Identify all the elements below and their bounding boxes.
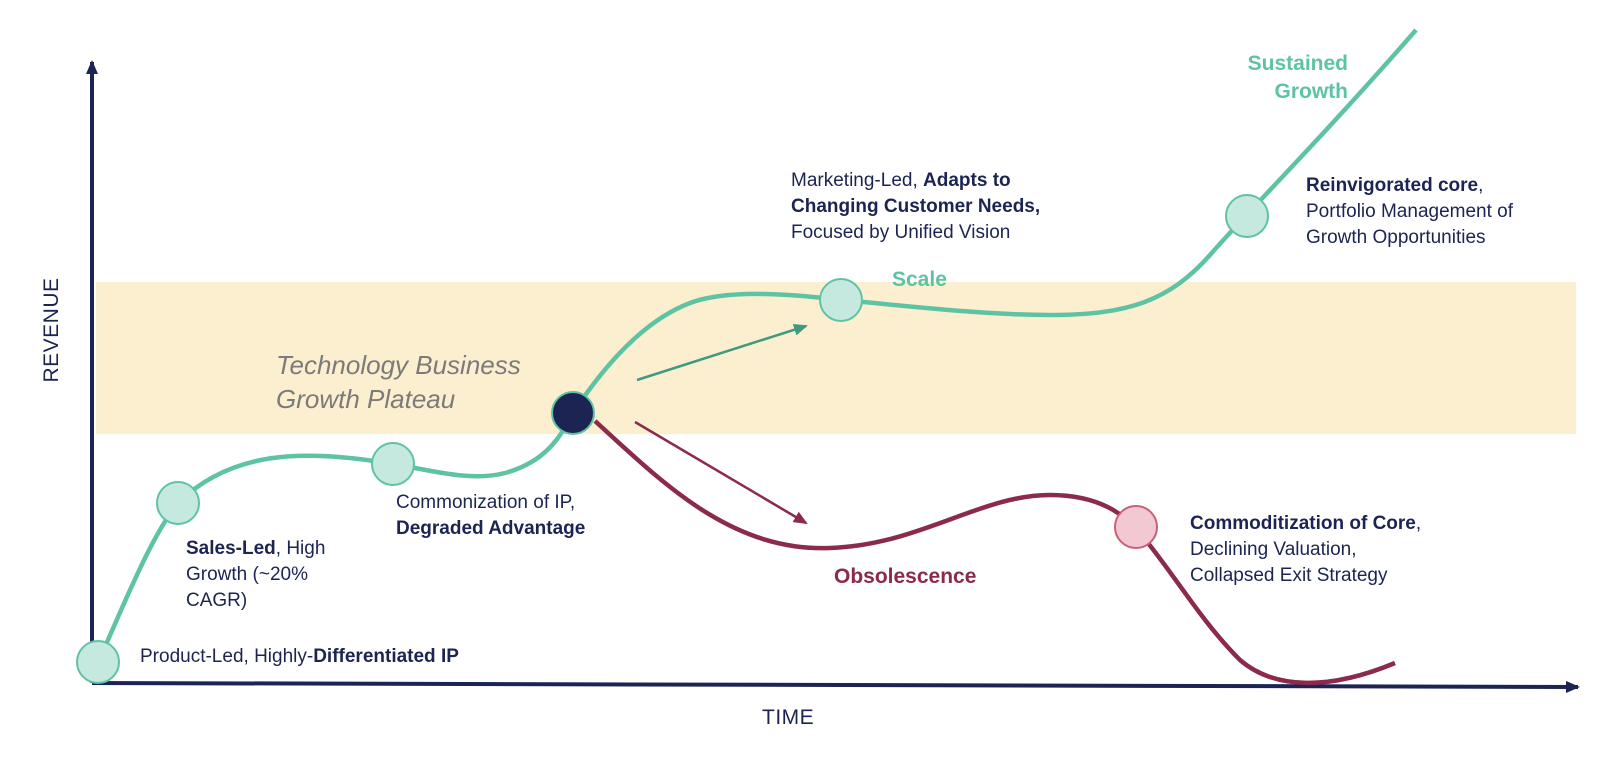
reinvigorated-label: Reinvigorated core, Portfolio Management… [1306,173,1513,251]
y-axis-label: REVENUE [40,277,63,383]
scale-label: Scale [892,268,947,291]
scale-arrow [636,323,808,382]
commonization-line1: Commonization of IP, [396,492,576,513]
obsolescence-arrow [634,420,808,525]
sustained-line2: Growth [1274,80,1349,103]
plateau-label: Technology Business Growth Plateau [276,348,521,416]
sales-led-line3: CAGR) [186,590,248,611]
x-axis-label: TIME [762,706,815,729]
commoditization-label: Commoditization of Core, Declining Valua… [1190,511,1421,589]
commoditization-line2: Declining Valuation, [1190,539,1357,560]
reinvigorated-bold: Reinvigorated core [1306,175,1479,196]
node-commonization [371,442,415,486]
commoditization-bold: Commoditization of Core [1190,513,1416,534]
plateau-label-line2: Growth Plateau [276,384,456,414]
sustained-growth-label: Sustained Growth [1222,50,1348,106]
sales-led-line1-rest: , High [275,538,326,559]
marketing-led-prefix: Marketing-Led, [791,170,924,191]
sustained-line1: Sustained [1247,52,1348,75]
sales-led-line2: Growth (~20% [186,564,308,585]
marketing-led-label: Marketing-Led, Adapts to Changing Custom… [791,168,1040,246]
commonization-line2: Degraded Advantage [396,518,586,539]
product-led-prefix: Product-Led, Highly- [140,646,314,667]
reinvigorated-line2: Portfolio Management of [1306,201,1514,222]
obsolescence-label: Obsolescence [834,565,977,588]
commonization-label: Commonization of IP, Degraded Advantage [396,490,585,542]
product-led-bold: Differentiated IP [313,646,459,667]
node-commoditization [1114,505,1158,549]
x-axis [91,680,1580,693]
node-pivot [551,391,595,435]
decline-curve [593,419,1396,686]
node-product-led [76,640,120,684]
commoditization-line1-rest: , [1415,513,1422,534]
node-sales-led [156,481,200,525]
marketing-led-bold2: Changing Customer Needs, [791,196,1041,217]
reinvigorated-line1-rest: , [1478,175,1484,196]
marketing-led-line3: Focused by Unified Vision [791,222,1011,243]
plateau-label-line1: Technology Business [276,350,521,380]
marketing-led-bold1: Adapts to [923,170,1011,191]
reinvigorated-line3: Growth Opportunities [1306,227,1486,248]
commoditization-line3: Collapsed Exit Strategy [1190,565,1388,586]
product-led-label: Product-Led, Highly-Differentiated IP [140,644,459,670]
sales-led-label: Sales-Led, High Growth (~20% CAGR) [186,536,325,614]
growth-curve [95,28,1418,663]
node-reinvigorated [1225,194,1269,238]
node-marketing-led [819,278,863,322]
sales-led-bold: Sales-Led [186,538,276,559]
